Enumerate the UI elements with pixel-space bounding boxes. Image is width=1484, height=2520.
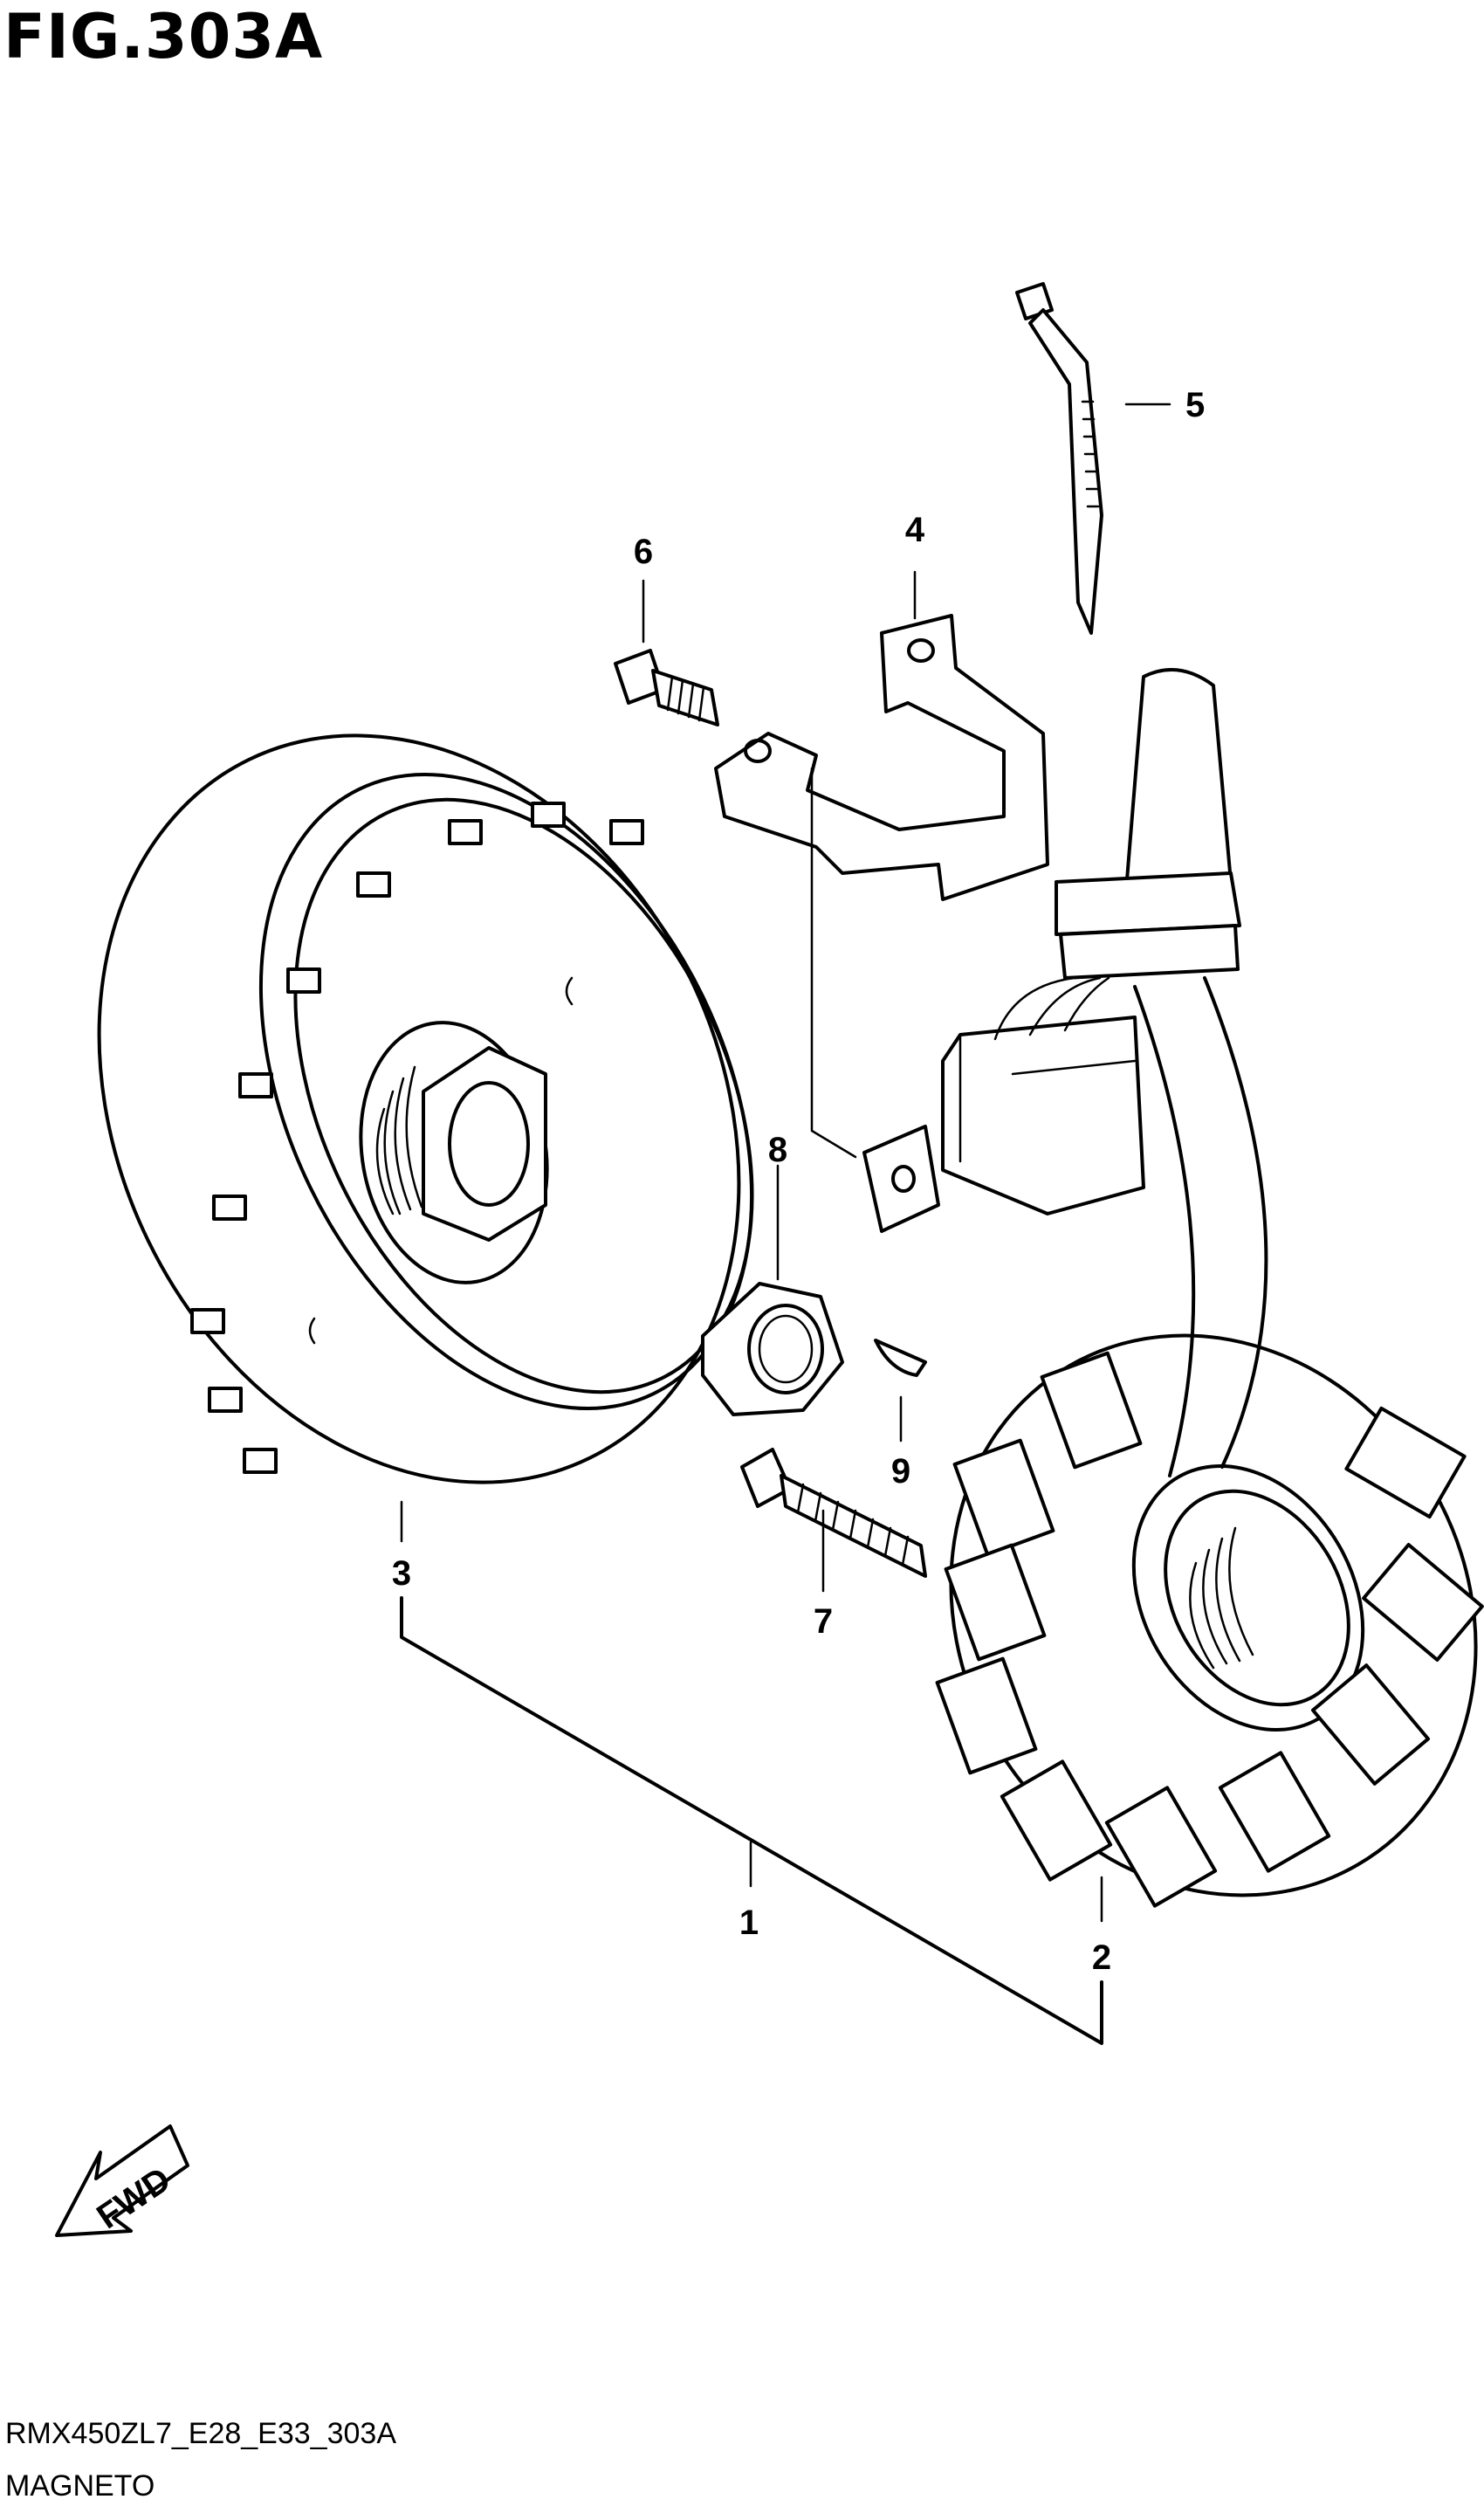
key-9-part	[874, 1339, 927, 1377]
stator-part	[935, 976, 1484, 1908]
harness-block	[862, 668, 1241, 1233]
callout-1: 1	[739, 1904, 759, 1942]
figure-title: FIG.303A	[3, 1, 324, 72]
callout-6: 6	[634, 533, 653, 571]
rotor-part	[97, 733, 754, 1484]
bolt-6-part	[614, 649, 719, 726]
callout-4: 4	[905, 511, 925, 549]
figure-name: MAGNETO	[5, 2469, 155, 2503]
nut-8-part	[701, 1282, 844, 1416]
assembly-bracket	[400, 1596, 1103, 2045]
callout-3: 3	[392, 1554, 411, 1593]
bolt-7-part	[740, 1448, 927, 1578]
leader-lines	[400, 403, 1171, 1923]
bracket-4-part	[714, 614, 1049, 1159]
callout-2: 2	[1092, 1938, 1111, 1977]
callout-8: 8	[768, 1131, 787, 1169]
callout-7: 7	[814, 1602, 833, 1641]
callout-5: 5	[1185, 386, 1205, 424]
cable-tie-5-part	[1015, 282, 1103, 635]
figure-code: RMX450ZL7_E28_E33_303A	[5, 2417, 396, 2450]
fwd-arrow: FWD	[55, 2124, 189, 2237]
callout-9: 9	[891, 1452, 910, 1491]
